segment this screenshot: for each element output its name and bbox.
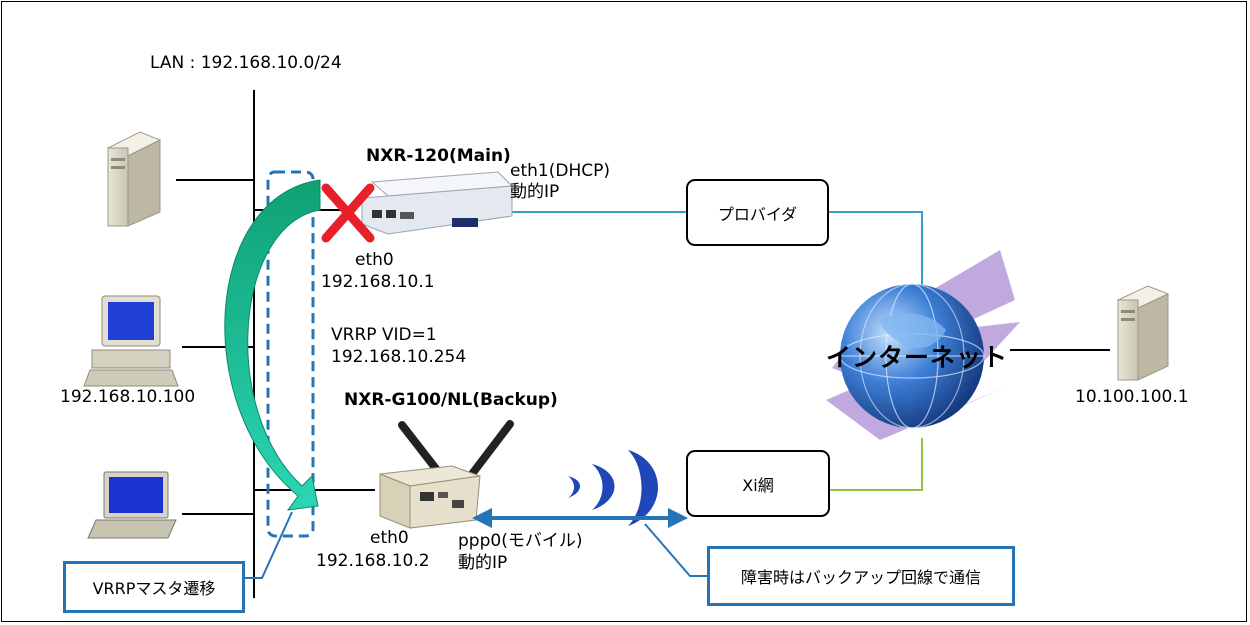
callout-backup-leader xyxy=(644,523,708,577)
failure-x-icon xyxy=(321,183,375,243)
backup-router-lan-ip: 192.168.10.2 xyxy=(316,551,430,571)
lan-server-icon xyxy=(106,131,162,227)
xi-network-box: Xi網 xyxy=(686,450,830,517)
internet-globe-icon xyxy=(826,250,1020,440)
main-router-name: NXR-120(Main) xyxy=(366,146,511,166)
main-router-wan-if: eth1(DHCP) xyxy=(510,161,610,181)
pc-icon xyxy=(83,295,179,387)
mobile-signal-icon xyxy=(568,450,658,526)
lan-label: LAN : 192.168.10.0/24 xyxy=(150,53,342,73)
xi-network-label: Xi網 xyxy=(742,475,774,495)
vrrp-virtual-ip: 192.168.10.254 xyxy=(331,347,467,367)
backup-router-wan-if: ppp0(モバイル) xyxy=(458,531,583,551)
vrrp-group-box xyxy=(266,170,315,538)
main-router-lan-if: eth0 xyxy=(355,250,394,270)
vrrp-vid: VRRP VID=1 xyxy=(331,325,437,345)
xi-to-internet-line xyxy=(830,438,923,491)
provider-box: プロバイダ xyxy=(686,179,829,246)
main-router-icon xyxy=(361,171,514,235)
callout-vrrp-master-text: VRRPマスタ遷移 xyxy=(92,579,216,598)
failover-arrow xyxy=(224,179,321,511)
mobile-link-arrow xyxy=(472,508,688,528)
backup-router-wan-ip: 動的IP xyxy=(458,553,508,573)
backup-router-name: NXR-G100/NL(Backup) xyxy=(344,390,558,410)
laptop-icon xyxy=(87,471,177,539)
main-router-lan-ip: 192.168.10.1 xyxy=(321,272,435,292)
remote-server-icon xyxy=(1116,285,1170,381)
backup-router-lan-if: eth0 xyxy=(370,528,409,548)
provider-to-internet-line xyxy=(828,211,923,292)
internet-label: インターネット xyxy=(826,343,1009,372)
main-router-wan-ip: 動的IP xyxy=(510,182,560,202)
provider-label: プロバイダ xyxy=(717,204,798,224)
remote-server-ip: 10.100.100.1 xyxy=(1075,387,1189,407)
callout-vrrp-leader xyxy=(245,511,293,579)
pc-ip-label: 192.168.10.100 xyxy=(60,387,196,407)
callout-backup-line-text: 障害時はバックアップ回線で通信 xyxy=(740,568,981,587)
callout-vrrp-master: VRRPマスタ遷移 xyxy=(63,561,245,613)
callout-backup-line: 障害時はバックアップ回線で通信 xyxy=(707,546,1015,606)
